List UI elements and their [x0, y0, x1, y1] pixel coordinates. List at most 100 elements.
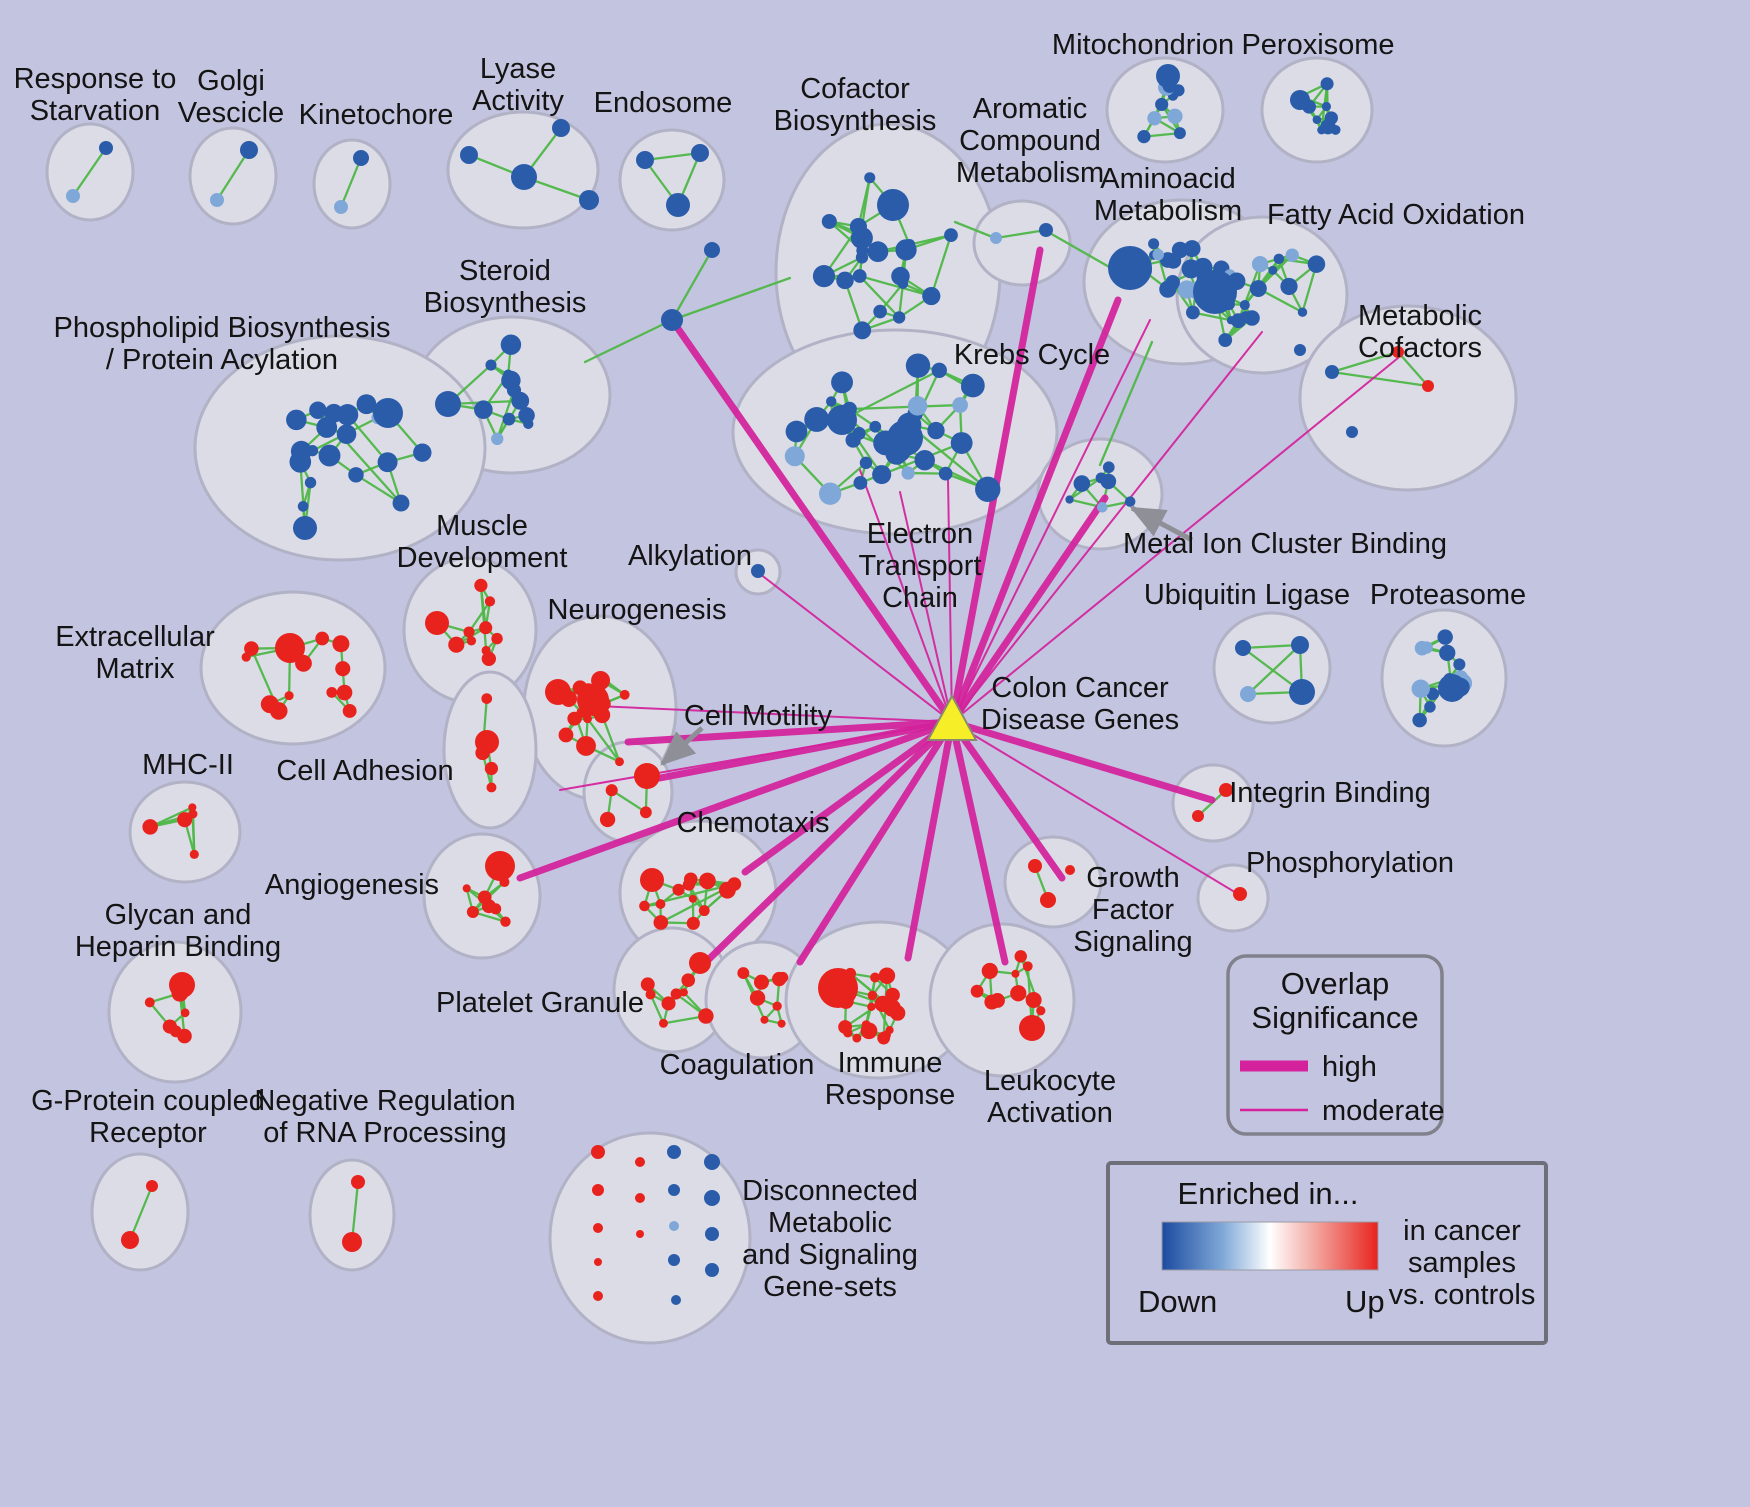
- label-aromatic-compound-metabolism: Metabolism: [956, 157, 1104, 189]
- gene-set-node: [1096, 502, 1108, 513]
- gene-set-node: [1218, 333, 1233, 347]
- significance-edge-moderate: [951, 319, 1151, 723]
- gene-set-node: [636, 151, 654, 169]
- gene-set-node: [244, 641, 259, 656]
- gene-set-node: [903, 238, 916, 251]
- gene-set-node: [852, 269, 867, 283]
- gene-set-node: [1065, 495, 1074, 504]
- gene-set-node: [901, 466, 915, 480]
- cluster-bubble-disconnected-gene-sets: [548, 1131, 752, 1345]
- legend-note-line3: vs. controls: [1389, 1279, 1536, 1311]
- label-steroid-biosynthesis: Steroid: [459, 255, 551, 287]
- label-mitochondrion: Mitochondrion: [1052, 29, 1234, 61]
- gene-set-node: [827, 405, 857, 435]
- gene-set-node: [1235, 640, 1251, 656]
- gene-set-node: [466, 636, 477, 646]
- gene-set-node: [466, 905, 479, 919]
- significance-edge-high: [796, 718, 956, 966]
- label-phospholipid-biosynthesis: / Protein Acylation: [106, 344, 338, 376]
- gene-set-node: [1285, 248, 1299, 262]
- gene-set-node: [1025, 991, 1042, 1009]
- gene-set-node: [892, 311, 906, 324]
- label-electron-transport-chain: Chain: [882, 582, 958, 614]
- gene-set-node: [635, 1157, 645, 1167]
- green-edge: [354, 473, 403, 505]
- gene-set-node: [1290, 90, 1310, 110]
- cluster-bubble-phospholipid-biosynthesis: [193, 334, 487, 562]
- legend-enrichment: Enriched in... Down Up in cancer samples…: [1106, 1161, 1548, 1345]
- nodes-layer: [66, 64, 1473, 1305]
- legend-note-line2: samples: [1408, 1247, 1516, 1279]
- significance-edge-high: [948, 718, 1066, 882]
- legend-overlap-title-line2: Significance: [1251, 1000, 1418, 1035]
- gene-set-node: [668, 1254, 680, 1266]
- green-edge: [1241, 643, 1302, 650]
- label-neurogenesis: Neurogenesis: [548, 594, 727, 626]
- gene-set-node: [474, 400, 493, 419]
- gene-set-node: [486, 782, 497, 793]
- label-krebs-cycle: Krebs Cycle: [954, 339, 1110, 371]
- label-response-to-starvation: Response to: [14, 63, 177, 95]
- gene-set-node: [669, 1221, 679, 1231]
- gene-set-node: [670, 988, 682, 1000]
- label-aminoacid-metabolism: Aminoacid: [1100, 163, 1235, 195]
- label-response-to-starvation: Starvation: [30, 95, 161, 127]
- gene-set-node: [927, 421, 945, 440]
- gene-set-node: [1330, 124, 1341, 135]
- gene-set-node: [460, 146, 478, 164]
- green-edge: [215, 148, 251, 202]
- cluster-bubble-extracellular-matrix: [199, 590, 387, 746]
- gene-set-node: [269, 702, 288, 720]
- gene-set-node: [826, 396, 837, 407]
- label-proteasome: Proteasome: [1370, 579, 1526, 611]
- gene-set-node: [318, 444, 341, 467]
- gene-set-node: [683, 872, 698, 886]
- gene-set-node: [66, 189, 80, 203]
- gene-set-node: [944, 228, 958, 242]
- gene-set-node: [887, 420, 923, 456]
- gene-set-node: [1411, 679, 1430, 698]
- callout-arrow: [660, 726, 704, 766]
- gene-set-node: [1011, 969, 1020, 978]
- colon-cancer-hub-triangle: [926, 693, 978, 741]
- gene-set-node: [1453, 658, 1466, 671]
- significance-edge-moderate: [951, 721, 1239, 895]
- gene-set-node: [867, 990, 878, 1001]
- gene-set-node: [593, 1223, 603, 1233]
- label-fatty-acid-oxidation: Fatty Acid Oxidation: [1267, 199, 1525, 231]
- gene-set-node: [484, 596, 496, 607]
- gene-set-node: [500, 334, 522, 355]
- significance-edge-high: [948, 296, 1122, 726]
- gene-set-node: [698, 905, 710, 917]
- gene-set-node: [491, 432, 504, 446]
- gene-set-node: [1065, 865, 1075, 875]
- label-endosome: Endosome: [594, 87, 733, 119]
- gene-set-node: [500, 916, 511, 927]
- green-edge: [858, 274, 933, 298]
- gene-set-node: [1438, 674, 1466, 702]
- label-alkylation: Alkylation: [628, 540, 752, 572]
- label-glycan-heparin-binding: Heparin Binding: [75, 931, 281, 963]
- gene-set-node: [990, 232, 1002, 244]
- gene-set-node: [1422, 380, 1434, 392]
- label-cell-motility: Cell Motility: [684, 700, 833, 732]
- legend-high-label: high: [1322, 1051, 1377, 1083]
- gene-set-node: [753, 974, 769, 990]
- green-edge: [858, 274, 901, 319]
- gene-set-node: [666, 193, 690, 217]
- gene-set-node: [484, 761, 499, 776]
- cluster-bubble-negative-regulation-rna-processing: [308, 1158, 396, 1272]
- gene-set-node: [1320, 77, 1334, 91]
- gene-set-node: [479, 621, 493, 635]
- gene-set-node: [1173, 127, 1186, 140]
- green-edge: [994, 228, 1048, 240]
- gene-set-node: [552, 119, 570, 137]
- gene-set-node: [812, 265, 836, 288]
- gene-set-node: [1167, 108, 1183, 124]
- gene-set-node: [704, 1154, 720, 1170]
- gene-set-node: [315, 631, 330, 646]
- green-edge: [71, 146, 108, 198]
- gene-set-node: [760, 1015, 769, 1024]
- gene-set-node: [241, 652, 251, 662]
- gene-set-node: [1183, 240, 1201, 258]
